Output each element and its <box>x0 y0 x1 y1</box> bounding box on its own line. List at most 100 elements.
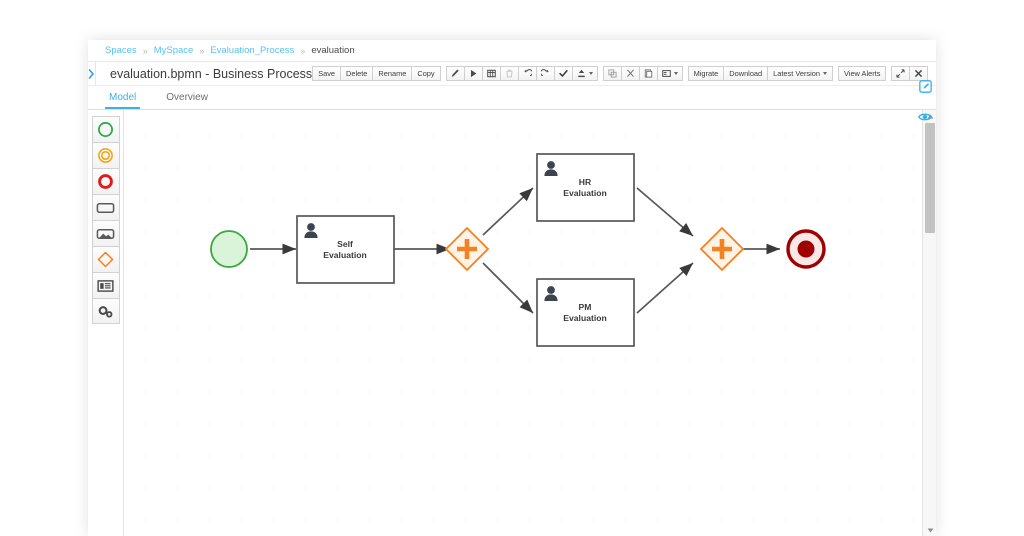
page-title: evaluation.bpmn - Business Process <box>110 66 313 81</box>
view-alerts-button[interactable]: View Alerts <box>838 66 887 81</box>
task-label-line2: Evaluation <box>323 250 366 260</box>
node-gateway-join[interactable] <box>699 226 745 272</box>
scroll-down-arrow[interactable] <box>923 524 936 536</box>
breadcrumb-item-myspace[interactable]: MySpace <box>153 45 194 56</box>
paste-button[interactable] <box>638 66 658 81</box>
sidebar-expand-toggle[interactable] <box>88 62 96 85</box>
close-icon <box>914 69 923 78</box>
tab-overview[interactable]: Overview <box>166 92 208 103</box>
node-gateway-split[interactable] <box>444 226 490 272</box>
bpmn-editor-window: Spaces » MySpace » Evaluation_Process » … <box>88 40 936 536</box>
run-button[interactable] <box>463 66 483 81</box>
palette-item-gateway[interactable] <box>91 246 120 272</box>
task-icon <box>96 201 115 215</box>
task-label-line1: PM <box>579 302 592 312</box>
task-label-line2: Evaluation <box>563 188 606 198</box>
alerts-group: View Alerts <box>838 66 887 81</box>
cut-icon <box>626 69 635 78</box>
version-select[interactable]: Latest Version <box>767 66 833 81</box>
properties-icon[interactable] <box>918 80 932 98</box>
layout-icon <box>661 69 671 78</box>
pen-button[interactable] <box>445 66 465 81</box>
palette-item-service-tasks[interactable] <box>91 298 120 324</box>
palette-item-end-event[interactable] <box>91 168 120 194</box>
gateway-icon <box>97 251 114 268</box>
duplicate-icon <box>608 69 617 78</box>
palette-item-task[interactable] <box>91 194 120 220</box>
user-task-person-icon <box>544 161 558 176</box>
rename-button[interactable]: Rename <box>372 66 413 81</box>
canvas-grid <box>124 110 922 536</box>
node-end-event[interactable] <box>786 229 826 269</box>
palette-item-data-object[interactable] <box>91 272 120 298</box>
breadcrumb-item-evaluation-process[interactable]: Evaluation_Process <box>210 45 295 56</box>
task-label-line1: Self <box>337 239 353 249</box>
breadcrumb-separator: » <box>199 45 205 56</box>
save-button[interactable]: Save <box>312 66 342 81</box>
shape-palette <box>88 110 124 536</box>
chevron-down-icon <box>588 72 593 75</box>
sequence-flows <box>250 187 780 314</box>
palette-item-subprocess[interactable] <box>91 220 120 246</box>
migrate-button[interactable]: Migrate <box>687 66 725 81</box>
canvas-scrollbar-vertical[interactable] <box>922 110 936 536</box>
play-icon <box>469 69 478 78</box>
palette-item-intermediate-event[interactable] <box>91 142 120 168</box>
flow-split-to-hr[interactable] <box>482 187 534 236</box>
node-task-self-evaluation[interactable]: Self Evaluation <box>296 215 395 284</box>
flow-hr-to-join[interactable] <box>636 187 694 237</box>
diagram-canvas[interactable]: Self Evaluation HR Evaluation <box>124 110 922 536</box>
copy-button[interactable]: Copy <box>411 66 441 81</box>
grid-button[interactable] <box>481 66 501 81</box>
paste-icon <box>644 69 653 78</box>
delete-button[interactable]: Delete <box>340 66 374 81</box>
end-event-icon <box>97 173 114 190</box>
pen-icon <box>451 69 460 78</box>
trash-icon <box>505 69 514 78</box>
breadcrumb-item-evaluation: evaluation <box>311 45 355 56</box>
grid-icon <box>486 69 496 78</box>
validate-button[interactable] <box>553 66 573 81</box>
deployment-group: Migrate Download Latest Version <box>687 66 833 81</box>
node-task-hr-evaluation[interactable]: HR Evaluation <box>536 153 635 222</box>
delete-shape-button[interactable] <box>499 66 519 81</box>
node-task-pm-evaluation[interactable]: PM Evaluation <box>536 278 635 347</box>
redo-icon <box>540 69 550 78</box>
deploy-icon <box>577 69 586 78</box>
preview-eye-icon[interactable] <box>917 109 933 127</box>
breadcrumb-separator: » <box>142 45 148 56</box>
version-select-label: Latest Version <box>773 68 820 78</box>
palette-item-start-event[interactable] <box>91 116 120 142</box>
editor-tabs: Model Overview <box>88 86 936 110</box>
chevron-right-icon <box>88 68 95 79</box>
layout-button[interactable] <box>656 66 683 81</box>
scrollbar-thumb[interactable] <box>925 123 935 233</box>
flow-split-to-pm[interactable] <box>482 262 534 314</box>
window-controls-group <box>891 66 929 81</box>
file-actions-group: Save Delete Rename Copy <box>312 66 441 81</box>
tab-model[interactable]: Model <box>105 92 141 109</box>
edit-actions-group <box>445 66 598 81</box>
right-rail <box>914 80 936 127</box>
maximize-icon <box>896 69 906 78</box>
user-task-person-icon <box>304 223 318 238</box>
maximize-button[interactable] <box>891 66 911 81</box>
node-start-event[interactable] <box>210 230 248 268</box>
breadcrumb-item-spaces[interactable]: Spaces <box>105 45 137 56</box>
duplicate-button[interactable] <box>602 66 622 81</box>
cut-button[interactable] <box>620 66 640 81</box>
subprocess-icon <box>96 227 115 241</box>
task-label-line1: HR <box>579 177 592 187</box>
undo-icon <box>523 69 532 78</box>
redo-button[interactable] <box>535 66 555 81</box>
deploy-button[interactable] <box>571 66 598 81</box>
editor-toolbar: Save Delete Rename Copy <box>312 62 936 85</box>
intermediate-event-icon <box>97 147 114 164</box>
start-event-icon <box>97 121 114 138</box>
flow-pm-to-join[interactable] <box>636 262 694 314</box>
editor-header: evaluation.bpmn - Business Process Save … <box>88 62 936 86</box>
bpmn-diagram: Self Evaluation HR Evaluation <box>210 153 826 347</box>
undo-button[interactable] <box>517 66 537 81</box>
close-button[interactable] <box>909 66 929 81</box>
download-button[interactable]: Download <box>723 66 769 81</box>
